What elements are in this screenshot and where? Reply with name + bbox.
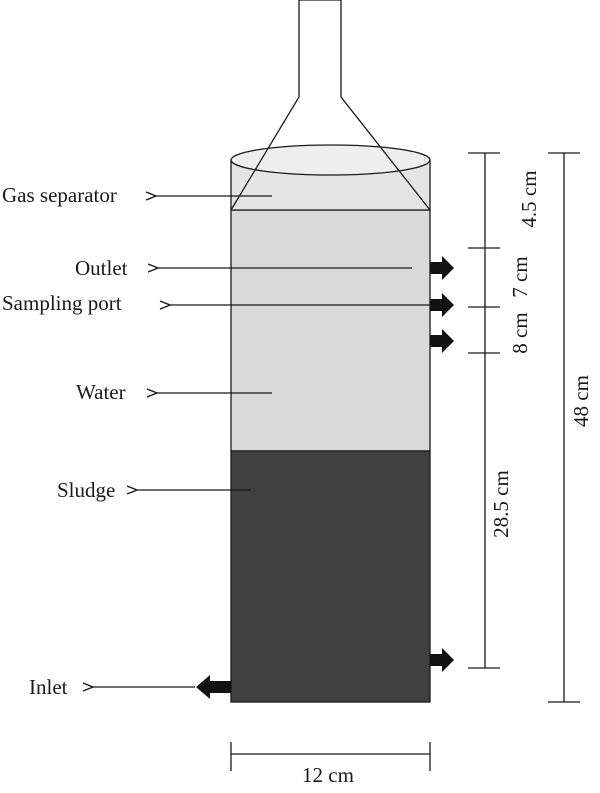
- sampling-port-arrow-2: [430, 329, 454, 353]
- gas-separator-label: Gas separator: [2, 183, 117, 207]
- width-label: 12 cm: [302, 763, 354, 787]
- gas-separator-height-label: 4.5 cm: [517, 170, 541, 227]
- gas-separator-top: [230, 144, 431, 176]
- water-zone: [230, 209, 431, 452]
- outlet-section-label: 7 cm: [508, 256, 532, 297]
- sludge-label: Sludge: [57, 478, 115, 502]
- sampling-port-arrow: [430, 293, 454, 317]
- inlet-port-arrow: [196, 675, 231, 699]
- bottom-port-arrow: [430, 648, 454, 672]
- total-height-label: 48 cm: [569, 375, 593, 427]
- sampling-section-label: 8 cm: [508, 312, 532, 353]
- sludge-section-label: 28.5 cm: [489, 470, 513, 538]
- outlet-label: Outlet: [75, 256, 128, 280]
- water-label: Water: [76, 380, 126, 404]
- sludge-zone: [230, 450, 431, 703]
- inlet-label: Inlet: [29, 675, 68, 699]
- outlet-port-arrow: [430, 256, 454, 280]
- sampling-port-label: Sampling port: [2, 291, 122, 315]
- gas-separator-funnel: [230, 0, 431, 211]
